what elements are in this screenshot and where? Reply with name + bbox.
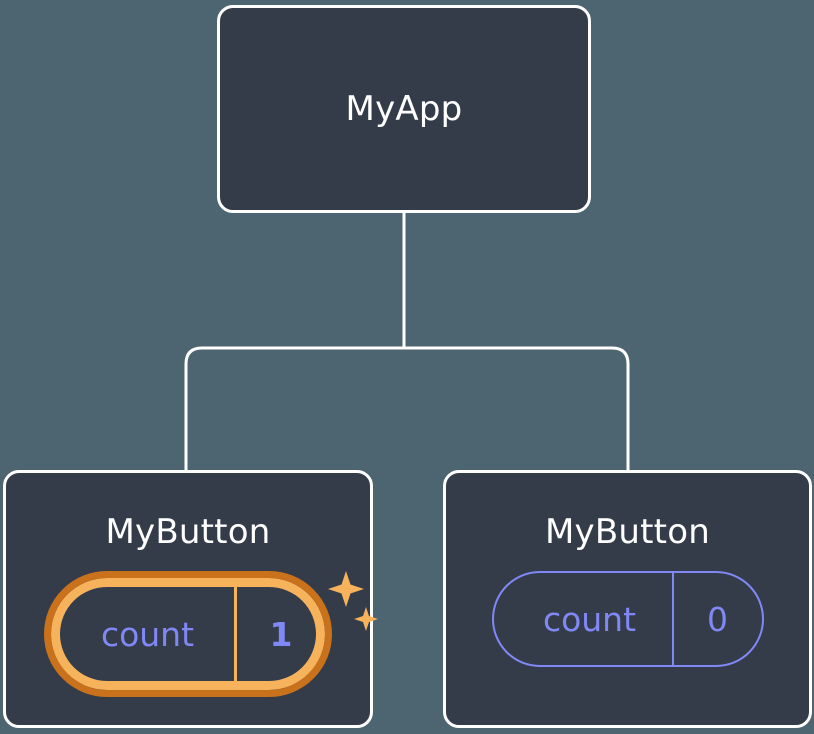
sparkle-large-icon [328, 571, 364, 607]
node-mybutton-right-label: MyButton [545, 512, 710, 552]
node-myapp-label: MyApp [345, 89, 463, 129]
edge-branch-right [404, 346, 630, 470]
state-key-left: count [100, 614, 195, 654]
sparkle-small-icon [354, 607, 378, 631]
state-pill-wrap-right: count 0 [491, 571, 764, 667]
sparkle-group [328, 571, 378, 631]
node-mybutton-right[interactable]: MyButton count 0 [443, 470, 812, 728]
node-mybutton-left[interactable]: MyButton count 1 [3, 470, 378, 728]
state-key-right: count [542, 599, 637, 639]
state-pill-right[interactable]: count 0 [491, 571, 764, 667]
node-mybutton-left-label: MyButton [105, 512, 271, 552]
state-value-right: 0 [671, 573, 762, 665]
edge-branch-left [184, 346, 404, 470]
state-pill-wrap-left: count 1 [44, 571, 378, 697]
state-pill-left[interactable]: count 1 [44, 571, 332, 697]
state-value-left: 1 [234, 578, 325, 690]
node-myapp[interactable]: MyApp [217, 5, 591, 213]
